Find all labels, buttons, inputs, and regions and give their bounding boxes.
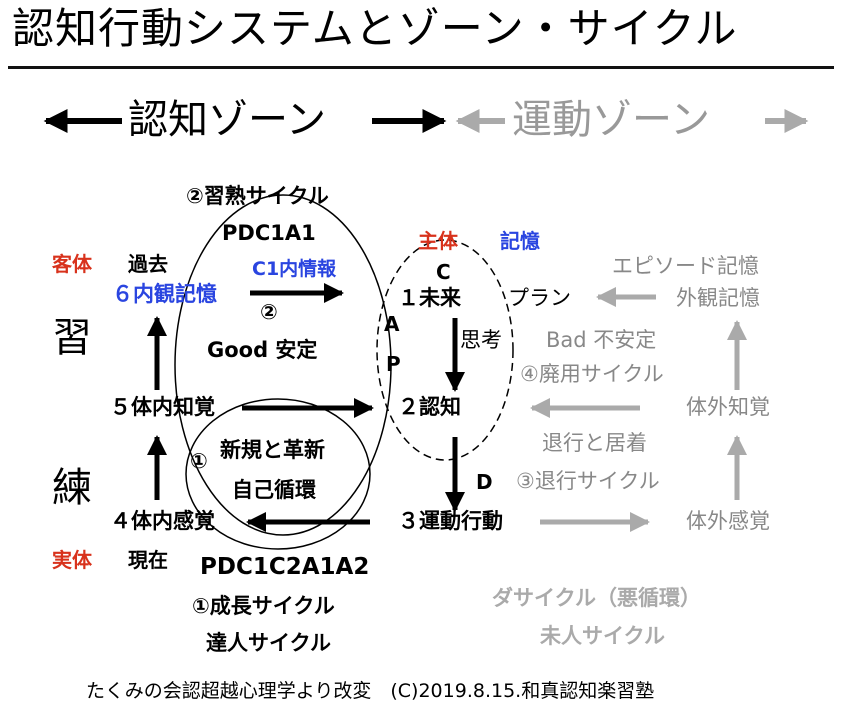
disuse-cycle-label: ④廃用サイクル [520,362,664,386]
internal-perception-node: ５体内知覚 [110,395,215,419]
regression-cycle-label: ③退行サイクル [516,469,660,493]
cognitive-zone-label: 認知ゾーン [128,97,326,143]
page-title: 認知行動システムとゾーン・サイクル [12,4,738,53]
jittai-label: 実体 [52,548,92,572]
growth-cycle-title: ①成長サイクル [192,594,335,618]
growth-cycle-line1: 新規と革新 [220,438,325,462]
novice-cycle-label: 未人サイクル [540,624,665,648]
motor-zone-label: 運動ゾーン [512,97,710,143]
title-divider [8,66,834,69]
growth-cycle-code: PDC1C2A1A2 [200,554,370,580]
bad-state-label: Bad 不安定 [546,328,657,352]
mastery-cycle-code: PDC1A1 [222,221,316,245]
mastery-cycle-ellipse [174,194,392,536]
cycle-letter-d: D [476,470,493,494]
regression-label: 退行と居着 [542,431,647,455]
kyakutai-label: 客体 [52,252,92,276]
episode-memory-label: エピソード記憶 [612,254,759,278]
ren-character: 練 [52,465,92,511]
cognition-node: ２認知 [398,395,461,419]
cycle-letter-c: C [436,260,451,284]
plan-label: プラン [508,286,571,310]
external-perception-label: 体外知覚 [686,395,770,419]
mastery-cycle-state: Good 安定 [207,338,318,362]
external-appearance-memory-label: 外観記憶 [676,286,760,310]
footer-credit: たくみの会認超越心理学より改変 (C)2019.8.15.和真認知楽習塾 [86,680,655,702]
future-node: １未来 [398,286,461,310]
mastery-cycle-number: ② [260,300,278,324]
mastery-cycle-title: ②習熟サイクル [186,184,329,208]
cognition-dashed-ellipse [376,239,514,461]
motor-action-node: ３運動行動 [398,509,503,533]
internal-sensation-node: ４体内感覚 [110,509,215,533]
growth-cycle-ellipse [185,398,371,550]
external-sensation-label: 体外感覚 [686,509,770,533]
growth-cycle-number: ① [190,449,208,473]
growth-cycle-line2: 自己循環 [232,478,316,502]
genzai-label: 現在 [128,548,168,572]
cycle-letter-a: A [384,312,400,336]
shutai-label: 主体 [418,229,458,253]
kako-label: 過去 [128,252,168,276]
vicious-cycle-label: ダサイクル（悪循環） [492,586,701,610]
thinking-label: 思考 [460,328,502,352]
cycle-letter-p: P [386,352,401,376]
c1-info-label: C1内情報 [252,258,337,280]
internal-appearance-memory-node: ６内観記憶 [112,282,217,306]
growth-cycle-subtitle: 達人サイクル [206,631,331,655]
kioku-label: 記憶 [500,229,540,253]
shu-character: 習 [52,315,92,361]
